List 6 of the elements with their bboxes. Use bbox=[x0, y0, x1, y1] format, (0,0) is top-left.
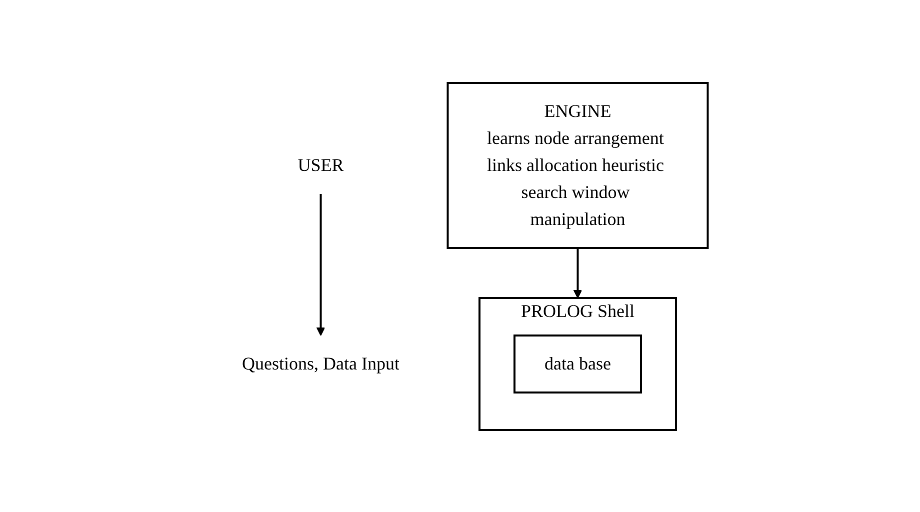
arrow bbox=[316, 194, 326, 336]
arrow bbox=[573, 248, 582, 298]
node-box: data base bbox=[514, 334, 642, 393]
node-text: Questions, Data Input bbox=[242, 353, 400, 373]
node-text: USER bbox=[298, 154, 344, 174]
node-box: ENGINE learns node arrangement links allocation heuristic search window manipulation bbox=[446, 82, 709, 248]
